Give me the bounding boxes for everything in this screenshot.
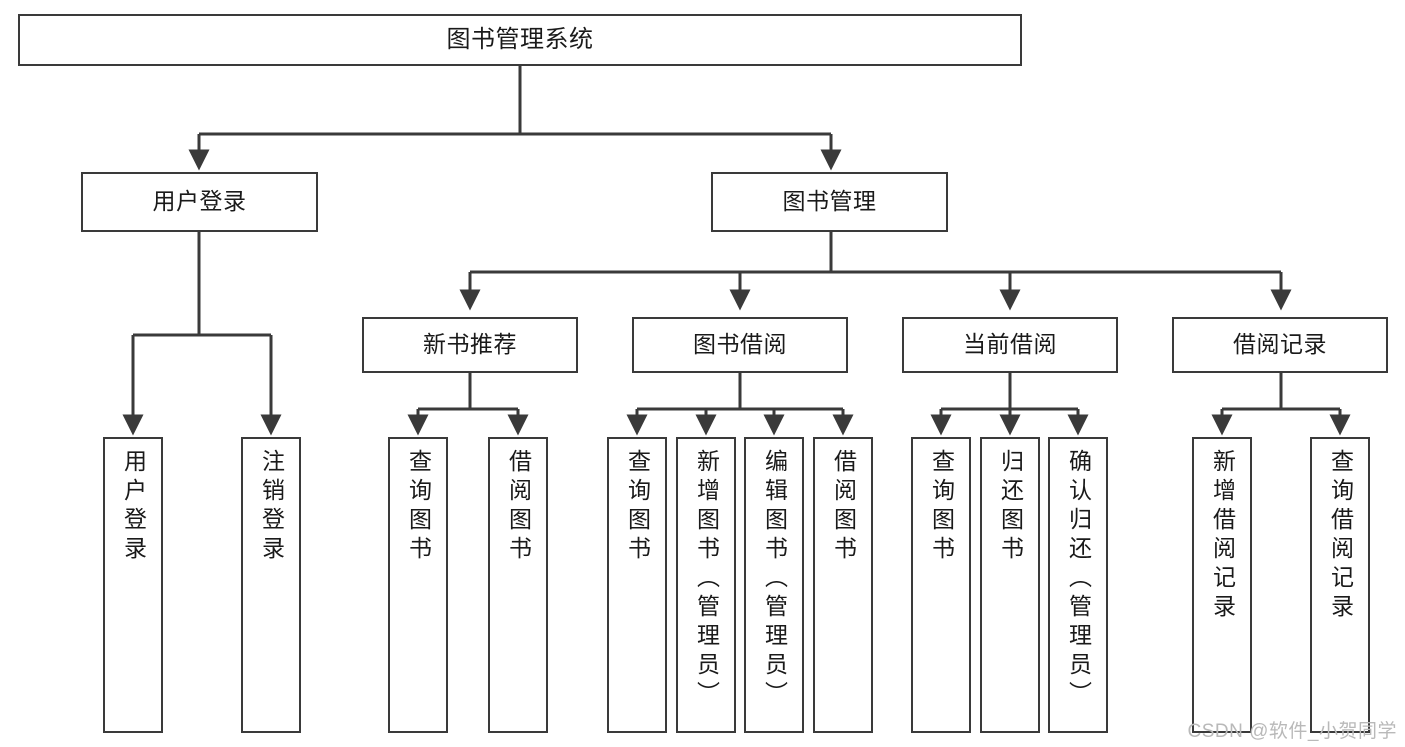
leaf-recommend-query-book[interactable]: 查询图书: [388, 437, 448, 733]
node-label: 查询图书: [405, 449, 432, 565]
node-label: 图书借阅: [693, 331, 787, 358]
node-book-management[interactable]: 图书管理: [711, 172, 948, 232]
node-root-system[interactable]: 图书管理系统: [18, 14, 1022, 66]
node-label: 借阅图书: [505, 449, 532, 565]
leaf-user-login[interactable]: 用户登录: [103, 437, 163, 733]
watermark-text: CSDN @软件_小贺同学: [1187, 721, 1397, 742]
node-label: 新书推荐: [423, 331, 517, 358]
node-book-borrow[interactable]: 图书借阅: [632, 317, 848, 373]
node-label: 图书管理系统: [446, 25, 594, 53]
node-label: 当前借阅: [963, 331, 1057, 358]
leaf-current-confirm-return-admin[interactable]: 确认归还（管理员）: [1048, 437, 1108, 733]
leaf-user-logout[interactable]: 注销登录: [241, 437, 301, 733]
node-label: 借阅图书: [830, 449, 857, 565]
node-label: 编辑图书（管理员）: [761, 449, 788, 710]
leaf-current-query-book[interactable]: 查询图书: [911, 437, 971, 733]
node-label: 图书管理: [782, 188, 877, 215]
leaf-borrow-add-book-admin[interactable]: 新增图书（管理员）: [676, 437, 736, 733]
leaf-borrow-borrow-book[interactable]: 借阅图书: [813, 437, 873, 733]
leaf-record-query-borrow-record[interactable]: 查询借阅记录: [1310, 437, 1370, 733]
node-label: 注销登录: [258, 449, 285, 565]
node-user-login[interactable]: 用户登录: [81, 172, 318, 232]
node-new-book-recommend[interactable]: 新书推荐: [362, 317, 578, 373]
node-label: 新增图书（管理员）: [693, 449, 720, 710]
node-label: 查询图书: [624, 449, 651, 565]
leaf-borrow-query-book[interactable]: 查询图书: [607, 437, 667, 733]
leaf-current-return-book[interactable]: 归还图书: [980, 437, 1040, 733]
node-label: 用户登录: [152, 188, 247, 215]
leaf-record-add-borrow-record[interactable]: 新增借阅记录: [1192, 437, 1252, 733]
leaf-recommend-borrow-book[interactable]: 借阅图书: [488, 437, 548, 733]
node-label: 新增借阅记录: [1209, 449, 1236, 623]
node-current-borrow[interactable]: 当前借阅: [902, 317, 1118, 373]
node-label: 借阅记录: [1233, 331, 1327, 358]
node-label: 查询借阅记录: [1327, 449, 1354, 623]
node-label: 归还图书: [997, 449, 1024, 565]
node-label: 用户登录: [120, 449, 147, 565]
node-borrow-record[interactable]: 借阅记录: [1172, 317, 1388, 373]
leaf-borrow-edit-book-admin[interactable]: 编辑图书（管理员）: [744, 437, 804, 733]
node-label: 确认归还（管理员）: [1065, 449, 1092, 710]
node-label: 查询图书: [928, 449, 955, 565]
